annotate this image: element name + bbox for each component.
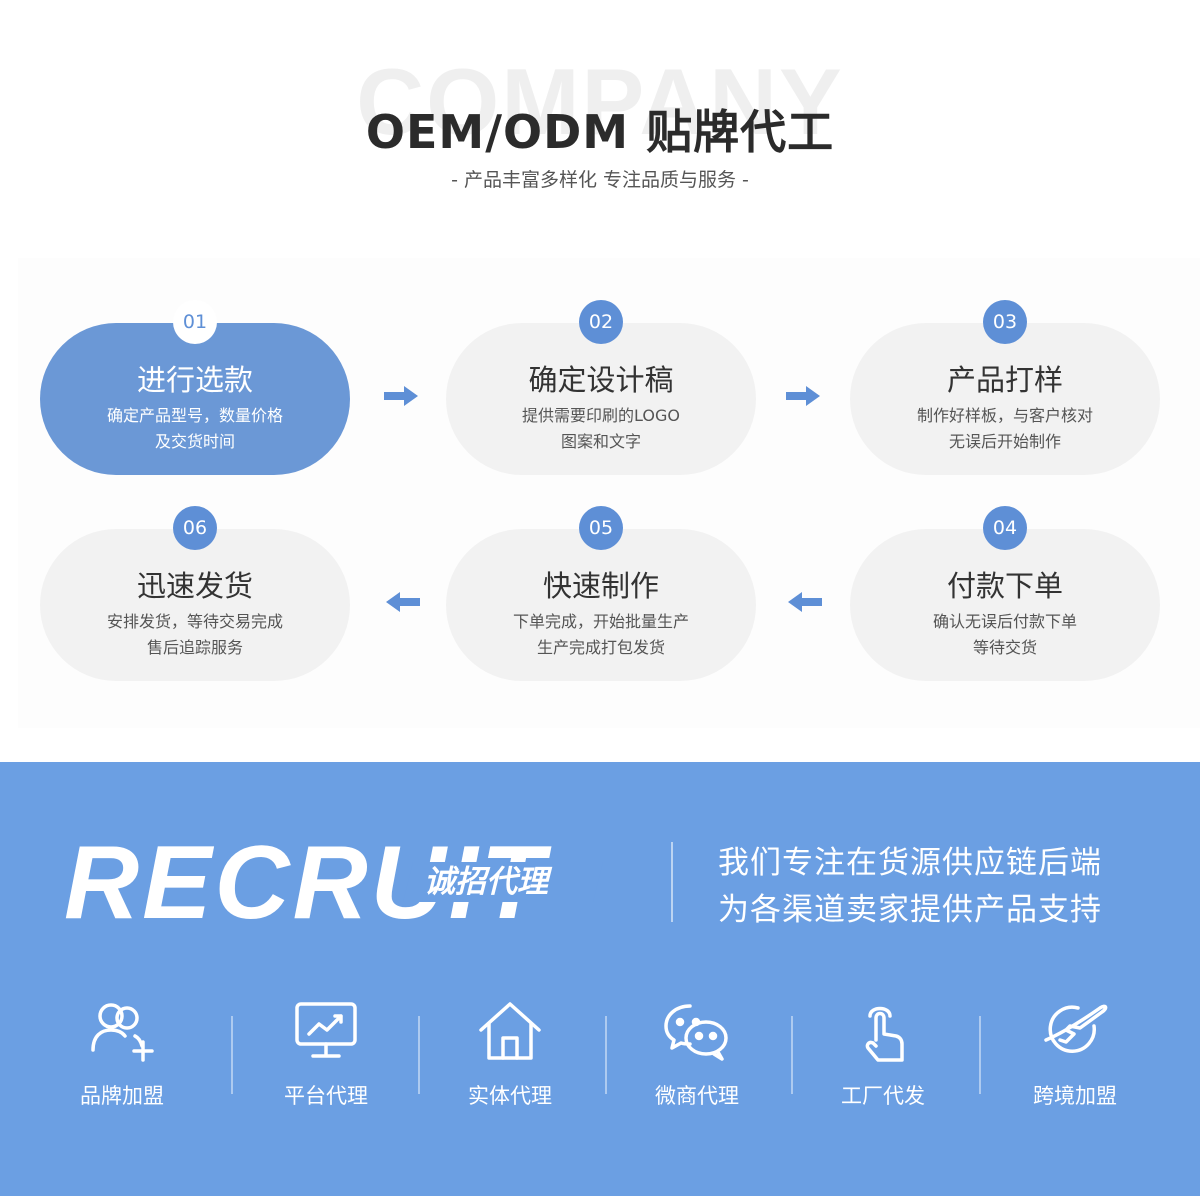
recruit-slogan: 我们专注在货源供应链后端 为各渠道卖家提供产品支持 bbox=[718, 845, 1102, 928]
monitor-chart-icon bbox=[291, 996, 361, 1066]
step-number-6: 06 bbox=[173, 506, 217, 550]
recruit-banner bbox=[0, 762, 1200, 1196]
step-desc: 制作好样板，与客户核对 无误后开始制作 bbox=[916, 406, 1093, 451]
service-factory-dropship[interactable]: 工厂代发 bbox=[793, 996, 973, 1110]
house-icon bbox=[475, 996, 545, 1066]
arrow-left-icon bbox=[786, 590, 822, 614]
step-card-2: 确定设计稿 提供需要印刷的LOGO 图案和文字 bbox=[446, 323, 756, 475]
step-card-5: 快速制作 下单完成，开始批量生产 生产完成打包发货 bbox=[446, 529, 756, 681]
step-number-2: 02 bbox=[579, 300, 623, 344]
service-divider bbox=[605, 1016, 607, 1094]
user-add-icon bbox=[87, 996, 157, 1066]
arrow-left-icon bbox=[384, 590, 420, 614]
step-title: 付款下单 bbox=[946, 569, 1063, 603]
step-title: 确定设计稿 bbox=[528, 363, 674, 397]
arrow-right-icon bbox=[786, 384, 822, 408]
step-card-3: 产品打样 制作好样板，与客户核对 无误后开始制作 bbox=[850, 323, 1160, 475]
service-divider bbox=[979, 1016, 981, 1094]
step-desc: 确认无误后付款下单 等待交货 bbox=[932, 612, 1077, 657]
page-subtitle: - 产品丰富多样化 专注品质与服务 - bbox=[451, 169, 749, 191]
service-divider bbox=[418, 1016, 420, 1094]
wechat-icon bbox=[662, 996, 732, 1066]
step-desc: 提供需要印刷的LOGO 图案和文字 bbox=[522, 406, 680, 451]
service-cross-border[interactable]: 跨境加盟 bbox=[985, 996, 1165, 1110]
service-divider bbox=[791, 1016, 793, 1094]
step-title: 快速制作 bbox=[542, 569, 659, 603]
service-platform-agent[interactable]: 平台代理 bbox=[236, 996, 416, 1110]
step-number-4: 04 bbox=[983, 506, 1027, 550]
step-number-3: 03 bbox=[983, 300, 1027, 344]
step-desc: 下单完成，开始批量生产 生产完成打包发货 bbox=[512, 612, 689, 657]
step-title: 产品打样 bbox=[946, 363, 1063, 397]
recruit-cn-label: 诚招代理 bbox=[424, 864, 548, 900]
divider bbox=[671, 842, 673, 922]
step-card-1: 进行选款 确定产品型号，数量价格 及交货时间 bbox=[40, 323, 350, 475]
step-title: 进行选款 bbox=[136, 363, 253, 397]
step-desc: 确定产品型号，数量价格 及交货时间 bbox=[106, 406, 283, 451]
step-number-5: 05 bbox=[579, 506, 623, 550]
step-title: 迅速发货 bbox=[136, 569, 253, 603]
step-number-1: 01 bbox=[173, 300, 217, 344]
step-card-4: 付款下单 确认无误后付款下单 等待交货 bbox=[850, 529, 1160, 681]
hand-pointer-icon bbox=[848, 996, 918, 1066]
arrow-right-icon bbox=[384, 384, 420, 408]
service-store-agent[interactable]: 实体代理 bbox=[420, 996, 600, 1110]
service-wechat-agent[interactable]: 微商代理 bbox=[607, 996, 787, 1110]
service-divider bbox=[231, 1016, 233, 1094]
globe-plane-icon bbox=[1040, 996, 1110, 1066]
service-brand-join[interactable]: 品牌加盟 bbox=[32, 996, 212, 1110]
page-title: OEM/ODM 贴牌代工 bbox=[365, 105, 835, 159]
step-desc: 安排发货，等待交易完成 售后追踪服务 bbox=[106, 612, 283, 657]
step-card-6: 迅速发货 安排发货，等待交易完成 售后追踪服务 bbox=[40, 529, 350, 681]
company-watermark: COMPANY bbox=[356, 49, 844, 154]
